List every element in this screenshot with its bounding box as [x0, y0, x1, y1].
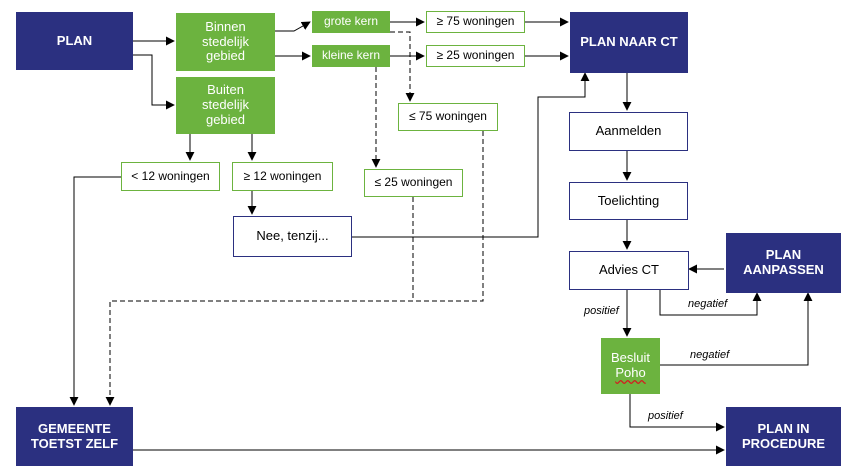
kleine-kern-node: kleine kern — [312, 45, 390, 67]
ge75-woningen-node: ≥ 75 woningen — [426, 11, 525, 33]
plan-aanpassen-node: PLAN AANPASSEN — [726, 233, 841, 293]
buiten-stedelijk-gebied-node: Buiten stedelijk gebied — [176, 77, 275, 134]
edge-plan-buiten — [133, 54, 175, 110]
edge-lt12-gemeente — [69, 176, 121, 406]
advies-ct-node: Advies CT — [569, 251, 689, 290]
plan-node: PLAN — [16, 12, 133, 70]
aanmelden-node: Aanmelden — [569, 112, 688, 151]
besluit-poho-line1: Besluit — [610, 350, 651, 366]
ge12-woningen-node: ≥ 12 woningen — [232, 162, 333, 191]
edge-besluit-procedure — [629, 394, 725, 432]
toelichting-node: Toelichting — [569, 182, 688, 220]
plan-naar-ct-node: PLAN NAAR CT — [570, 12, 688, 73]
edge-advies-aanpassen-negatief — [659, 290, 762, 316]
edge-label-positief-advies: positief — [584, 305, 619, 317]
ge25-woningen-node: ≥ 25 woningen — [426, 45, 525, 67]
edge-label-positief-besluit: positief — [648, 410, 683, 422]
besluit-poho-node: Besluit Poho — [601, 338, 660, 394]
edge-binnen-grote — [275, 21, 311, 32]
edge-grote-le75-dashed — [390, 31, 415, 102]
besluit-poho-line2: Poho — [615, 365, 646, 380]
edge-label-negatief-besluit: negatief — [690, 349, 730, 361]
le25-woningen-node: ≤ 25 woningen — [364, 169, 463, 197]
edge-label-negatief-advies: negatief — [688, 298, 728, 310]
binnen-stedelijk-gebied-node: Binnen stedelijk gebied — [176, 13, 275, 71]
edge-le75-gemeente-dashed — [105, 131, 484, 406]
lt12-woningen-node: < 12 woningen — [121, 162, 220, 191]
edge-besluit-aanpassen-negatief — [660, 292, 813, 366]
grote-kern-node: grote kern — [312, 11, 390, 33]
le75-woningen-node: ≤ 75 woningen — [398, 103, 498, 131]
plan-in-procedure-node: PLAN IN PROCEDURE — [726, 407, 841, 466]
edge-nee-ct — [352, 72, 590, 238]
gemeente-toetst-zelf-node: GEMEENTE TOETST ZELF — [16, 407, 133, 466]
nee-tenzij-node: Nee, tenzij... — [233, 216, 352, 257]
